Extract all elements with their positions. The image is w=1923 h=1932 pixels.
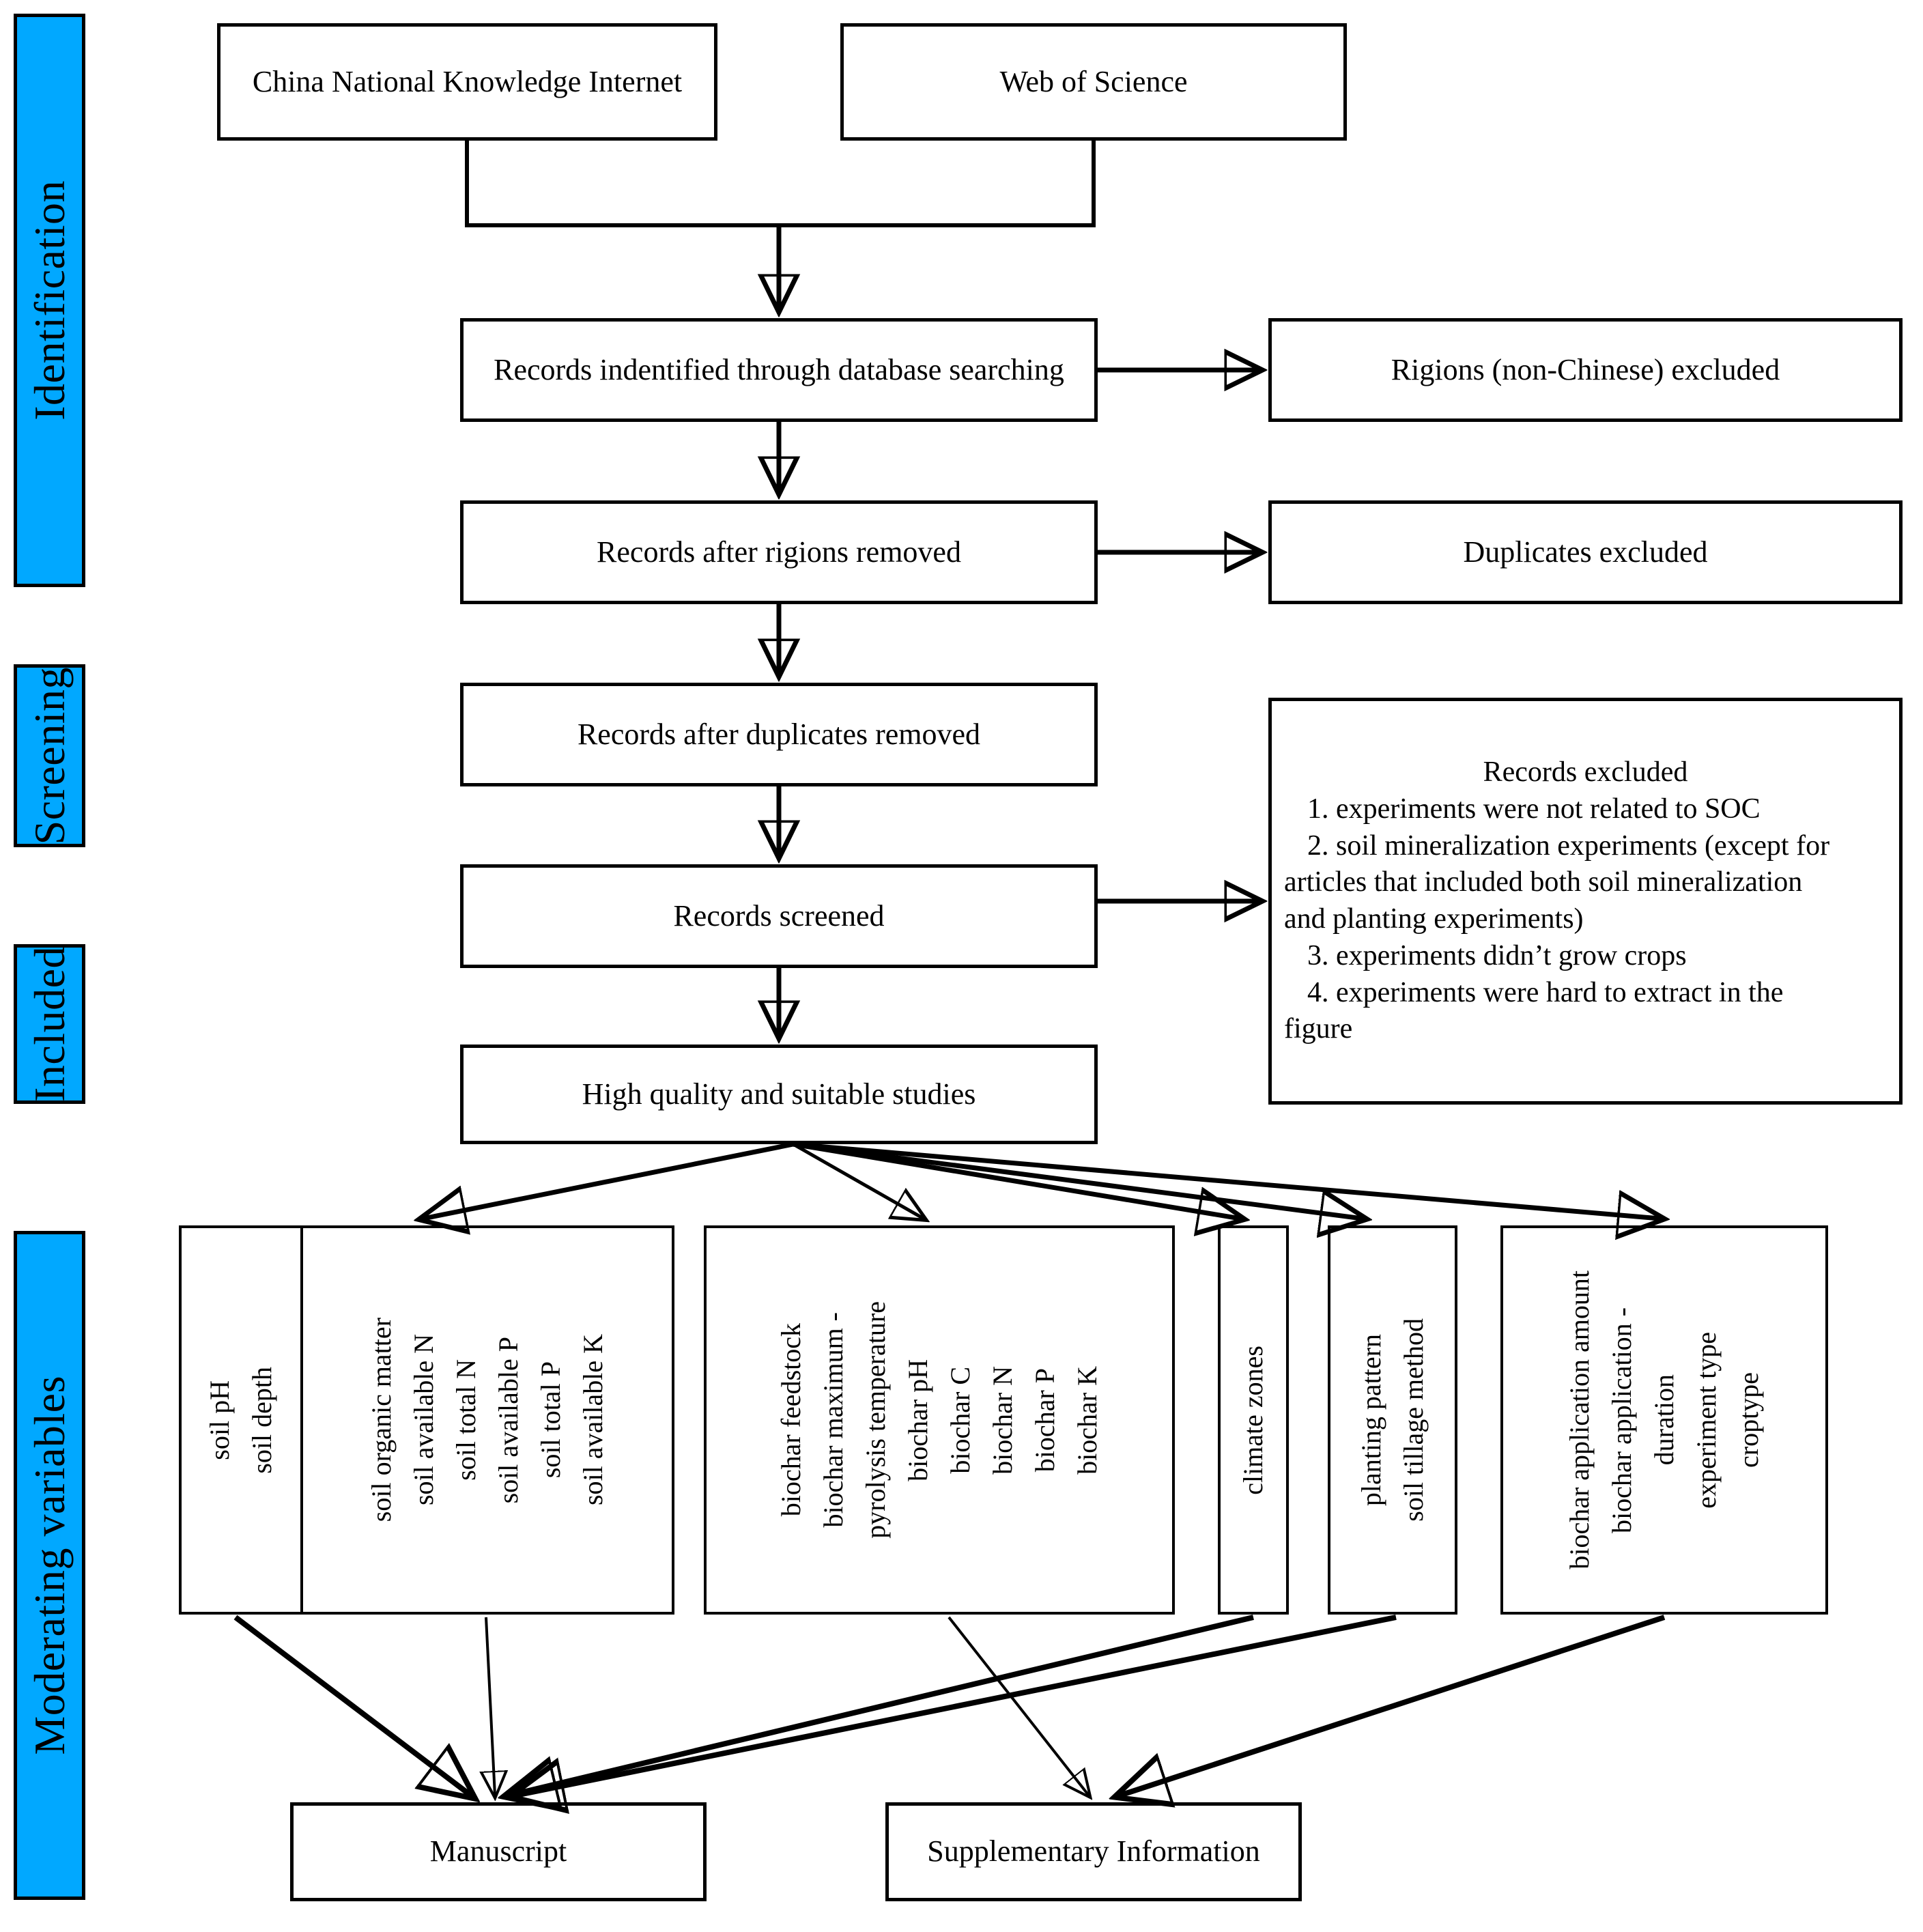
source-box-web-of-science: Web of Science [840,23,1347,141]
flow-box-records-identified: Records indentified through database sea… [460,318,1098,422]
records-excluded-heading: Records excluded [1483,756,1688,788]
moderating-variable: pyrolysis temperature [860,1301,891,1539]
records-excluded-item: 1. experiments were not related to SOC [1307,793,1761,825]
moderating-variable: biochar maximum - [818,1312,849,1528]
connector-management-to-manuscript [515,1615,1397,1795]
exclusion-label-duplicates: Duplicates excluded [1463,535,1708,569]
moderating-variable: biochar K [1072,1365,1102,1475]
connector-studies-to-management [793,1141,1363,1219]
moderating-variable: planting pattern [1356,1333,1386,1507]
flow-box-high-quality-studies: High quality and suitable studies [460,1045,1098,1144]
output-box-supplementary-information: Supplementary Information [885,1802,1302,1901]
records-excluded-item: 4. experiments were hard to extract in t… [1307,976,1784,1008]
exclusion-box-regions: Rigions (non-Chinese) excluded [1268,318,1903,422]
output-label-manuscript: Manuscript [429,1834,567,1869]
moderating-box-climate: climate zones [1218,1225,1289,1615]
records-excluded-item: articles that included both soil mineral… [1284,866,1803,898]
phase-label-moderating-variables: Moderating variables [25,1376,74,1755]
connector-wos-to-junction [779,141,1096,227]
moderating-variable: soil available N [408,1334,439,1506]
connector-studies-to-soil-nutrients [423,1141,794,1219]
moderating-variable: soil total P [535,1361,566,1479]
connector-soil-nutrients-to-manuscript [486,1617,495,1795]
moderating-variable: biochar pH [902,1359,933,1481]
flow-label-records-after-duplicates-removed: Records after duplicates removed [577,717,981,751]
flow-label-records-screened: Records screened [673,898,885,933]
moderating-variable: biochar application amount [1564,1270,1595,1569]
flow-label-high-quality-studies: High quality and suitable studies [582,1077,976,1111]
moderating-variable: biochar C [945,1366,975,1474]
moderating-variable: biochar N [987,1365,1018,1475]
flow-box-records-screened: Records screened [460,864,1098,968]
connector-soil-basic-to-supplementary [233,1615,471,1795]
moderating-variable: duration [1649,1374,1679,1466]
phase-label-identification: Identification [25,180,74,421]
records-excluded-item: and planting experiments) [1284,903,1584,935]
flow-box-records-after-duplicates-removed: Records after duplicates removed [460,683,1098,786]
moderating-box-management: planting pattern soil tillage method [1328,1225,1457,1615]
flow-box-records-after-regions-removed: Records after rigions removed [460,500,1098,604]
output-box-manuscript: Manuscript [290,1802,707,1901]
connector-application-to-supplementary [1120,1615,1666,1795]
moderating-variable: soil available K [578,1334,608,1506]
moderating-variable: biochar feedstock [775,1323,806,1517]
exclusion-label-regions: Rigions (non-Chinese) excluded [1391,352,1780,386]
connector-cnki-to-junction [465,141,779,227]
phase-bar-identification: Identification [14,14,85,587]
connector-studies-to-biochar-properties [792,1142,924,1219]
source-label-web-of-science: Web of Science [999,64,1188,98]
moderating-variable: biochar application - [1606,1307,1637,1533]
moderating-variable: soil depth [246,1366,277,1474]
records-excluded-item: 3. experiments didn’t grow crops [1307,939,1687,971]
flow-label-records-after-regions-removed: Records after rigions removed [597,535,961,569]
moderating-box-soil-basic: soil pH soil depth [179,1225,303,1615]
connector-climate-to-manuscript [509,1615,1254,1795]
moderating-box-biochar-properties: biochar feedstock biochar maximum - pyro… [704,1225,1175,1615]
exclusion-box-duplicates: Duplicates excluded [1268,500,1903,604]
moderating-variable: biochar P [1029,1367,1060,1473]
records-excluded-item: figure [1284,1013,1353,1045]
moderating-variable: climate zones [1238,1345,1268,1495]
phase-label-screening: Screening [25,666,74,845]
connector-studies-to-climate [793,1141,1240,1219]
moderating-box-soil-nutrients: soil organic matter soil available N soi… [300,1225,674,1615]
connector-studies-to-application-experiment [793,1141,1660,1219]
moderating-variable: croptype [1733,1372,1764,1468]
moderating-box-application-and-experiment: biochar application amount biochar appli… [1500,1225,1828,1615]
moderating-variable: soil organic matter [366,1318,397,1522]
moderating-variable: soil pH [204,1380,235,1460]
exclusion-box-records-excluded: Records excluded 1. experiments were not… [1268,698,1903,1105]
source-box-cnki: China National Knowledge Internet [217,23,717,141]
phase-bar-included: Included [14,944,85,1104]
phase-bar-screening: Screening [14,664,85,847]
moderating-variable: soil total N [451,1359,481,1481]
output-label-supplementary-information: Supplementary Information [927,1834,1260,1869]
flow-label-records-identified: Records indentified through database sea… [494,352,1064,386]
phase-label-included: Included [25,946,74,1102]
connector-biochar-to-supplementary [948,1616,1089,1795]
phase-bar-moderating-variables: Moderating variables [14,1231,85,1900]
moderating-variable: soil available P [493,1336,524,1504]
moderating-variable: soil tillage method [1398,1318,1429,1522]
records-excluded-item: 2. soil mineralization experiments (exce… [1307,829,1830,862]
source-label-cnki: China National Knowledge Internet [252,64,683,98]
moderating-variable: experiment type [1691,1331,1722,1509]
